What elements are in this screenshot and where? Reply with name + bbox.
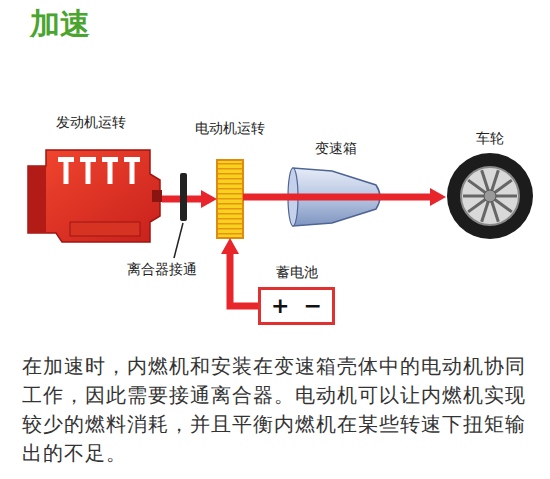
rim: [461, 167, 519, 225]
engine-body: [28, 150, 160, 242]
motor-node: 电动机运转: [217, 160, 243, 238]
valve-stem: [64, 162, 69, 184]
power-flow-arrow: [384, 194, 436, 201]
gearbox-illustration: [288, 168, 384, 226]
tyre: [447, 153, 533, 239]
motor-block: [217, 160, 243, 238]
engine-valves: [58, 157, 140, 184]
valve-stem: [86, 162, 91, 184]
node-heading: 发动机运转: [56, 114, 126, 132]
battery-node: 蓄电池+−: [258, 287, 335, 325]
terminal-sign: −: [304, 295, 322, 317]
drive-shaft: [288, 194, 384, 201]
engine-shaft: [152, 190, 162, 202]
node-heading: 电动机运转: [195, 120, 265, 138]
node-heading: 车轮: [476, 130, 504, 148]
part-label: 离合器接通: [126, 261, 198, 279]
gearbox-node: 变速箱: [288, 166, 384, 228]
wheel-illustration: [447, 153, 533, 239]
valve-stem: [130, 162, 135, 184]
valve-head: [102, 157, 118, 162]
valve-head: [80, 157, 96, 162]
wheel-spokes: [463, 170, 517, 221]
engine-node: 发动机运转: [20, 140, 162, 245]
node-heading: 变速箱: [315, 140, 357, 158]
terminal-sign: +: [271, 295, 289, 317]
valve-head: [124, 157, 140, 162]
clutch-disc: [180, 173, 187, 221]
valve-head: [58, 157, 74, 162]
engine-sump: [70, 222, 140, 236]
hub: [484, 190, 496, 202]
leader-line: [174, 223, 183, 258]
power-flow-arrow: [230, 248, 258, 306]
node-heading: 蓄电池: [276, 264, 318, 282]
engine-end-face: [28, 166, 46, 233]
diagram-title: 加速: [30, 4, 90, 45]
valve-stem: [108, 162, 113, 184]
caption-text: 在加速时，内燃机和安装在变速箱壳体中的电动机协同工作，因此需要接通离合器。电动机…: [22, 352, 532, 468]
engine-illustration: [28, 150, 162, 242]
wheel-node: 车轮: [446, 152, 534, 240]
power-flow-arrow: [243, 194, 288, 201]
